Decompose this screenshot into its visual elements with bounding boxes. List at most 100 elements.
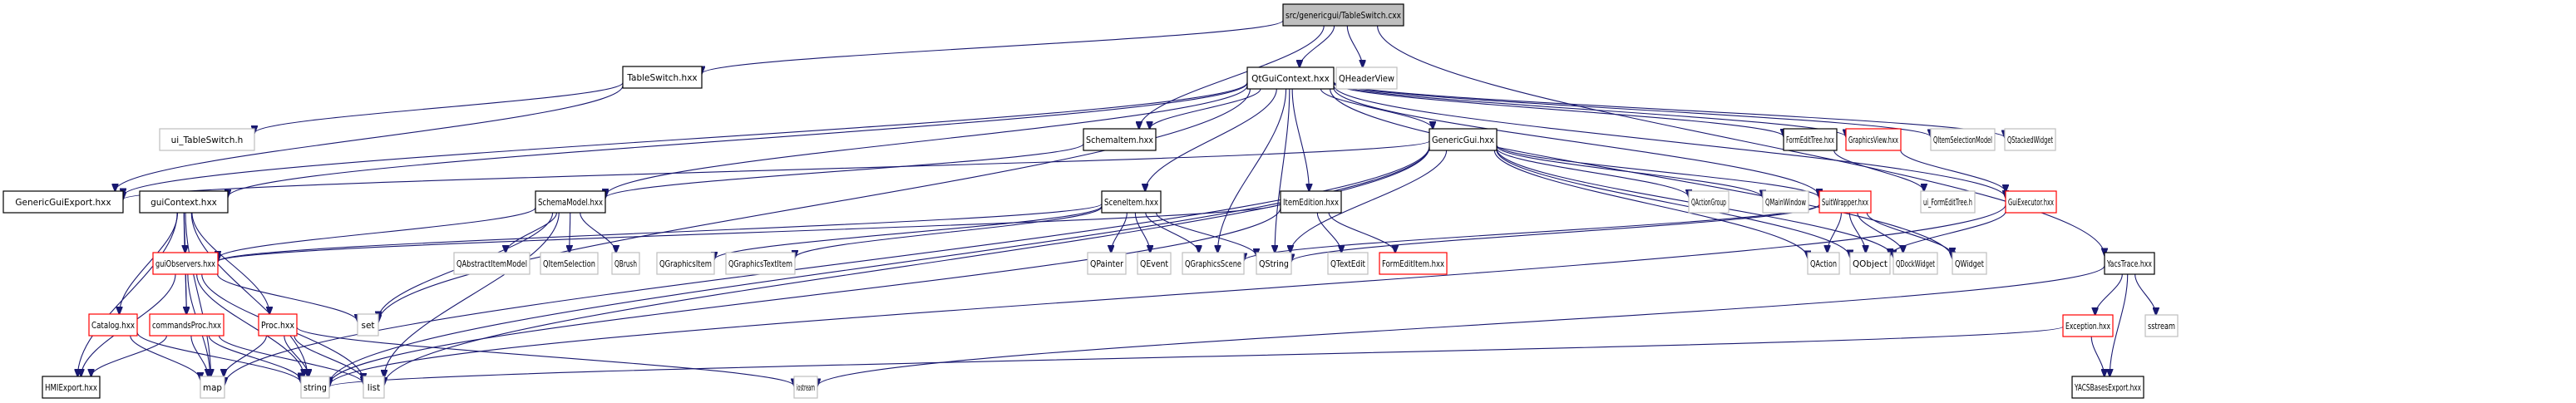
node-box-QTextEdit	[1327, 252, 1369, 275]
node-label-QAction: QAction	[1810, 259, 1837, 269]
node-box-QMainWindow	[1762, 190, 1809, 214]
node-box-QItemSelection	[540, 252, 599, 275]
node-box-QObject	[1849, 252, 1891, 275]
node-QPainter: QPainter	[1087, 252, 1127, 275]
node-QActionGroup: QActionGroup	[1688, 190, 1730, 214]
node-TableSwitch[interactable]: TableSwitch.hxx	[622, 66, 703, 89]
node-box-GuiExecutor	[2005, 190, 2057, 214]
node-GenericGui[interactable]: GenericGui.hxx	[1429, 128, 1498, 151]
node-label-GenericGui: GenericGui.hxx	[1432, 135, 1494, 145]
node-YacsTrace[interactable]: YacsTrace.hxx	[2104, 252, 2155, 275]
node-box-QAction	[1807, 252, 1840, 275]
node-FormEditItem[interactable]: FormEditItem.hxx	[1379, 252, 1448, 275]
node-box-set	[357, 313, 379, 337]
node-HMIExport[interactable]: HMIExport.hxx	[42, 376, 101, 399]
node-label-QItemSelection: QItemSelection	[543, 259, 595, 269]
node-QStackedWidget: QStackedWidget	[2004, 128, 2056, 151]
node-GuiExecutor[interactable]: GuiExecutor.hxx	[2005, 190, 2057, 214]
edge-FormEditTree-to-ui_FormEditTree	[1833, 150, 1924, 191]
edge-QtGuiContext-to-GenericGui	[1320, 88, 1433, 129]
node-label-FormEditTree: FormEditTree.hxx	[1786, 135, 1834, 145]
edge-SceneItem-to-guiObservers	[218, 203, 1103, 261]
node-QDockWidget: QDockWidget	[1893, 252, 1938, 275]
node-SchemaModel[interactable]: SchemaModel.hxx	[535, 190, 606, 214]
node-ui_TableSwitch: ui_TableSwitch.h	[159, 128, 255, 151]
node-SceneItem[interactable]: SceneItem.hxx	[1101, 190, 1162, 214]
edge-Proc-to-map	[224, 335, 267, 376]
edge-QtGuiContext-to-QWidget	[1330, 88, 1952, 258]
edge-GuiExecutor-to-string	[329, 204, 2006, 386]
node-box-GenericGuiExport	[2, 190, 124, 214]
edge-QtGuiContext-to-FormEditTree	[1333, 82, 1784, 136]
edge-QtGuiContext-to-GuiExecutor	[1333, 85, 2006, 198]
edge-commandsProc-to-map	[190, 335, 208, 376]
node-QAbstractItemModel: QAbstractItemModel	[453, 252, 530, 275]
edge-SuitWrapper-to-QWidget	[1866, 212, 1952, 255]
node-GraphicsView[interactable]: GraphicsView.hxx	[1845, 128, 1902, 151]
edge-ItemEdition-to-guiObservers	[218, 203, 1281, 262]
node-box-QItemSelectionModel	[1930, 128, 1996, 151]
node-label-string: string	[303, 383, 327, 393]
node-label-QEvent: QEvent	[1140, 259, 1168, 269]
node-box-QGraphicsTextItem	[725, 252, 796, 275]
node-label-SchemaModel: SchemaModel.hxx	[538, 198, 603, 208]
node-Catalog[interactable]: Catalog.hxx	[88, 313, 138, 337]
node-box-SchemaModel	[535, 190, 606, 214]
edge-guiContext-to-string	[190, 212, 308, 376]
node-box-guiContext	[139, 190, 229, 214]
node-guiObservers[interactable]: guiObservers.hxx	[152, 252, 219, 275]
node-SuitWrapper[interactable]: SuitWrapper.hxx	[1818, 190, 1872, 214]
node-label-iostream: iostream	[797, 383, 815, 393]
node-box-QBrush	[611, 252, 640, 275]
node-label-QDockWidget: QDockWidget	[1896, 259, 1935, 269]
edge-SuitWrapper-to-QAction	[1828, 212, 1842, 253]
node-set: set	[357, 313, 379, 337]
edge-TableSwitch-to-ui_TableSwitch	[254, 82, 624, 134]
edge-YacsTrace-to-iostream	[817, 265, 2105, 386]
edge-commandsProc-to-string	[208, 335, 301, 381]
edge-guiContext-to-HMIExport	[77, 212, 178, 376]
edge-SchemaModel-to-list	[384, 212, 560, 377]
node-GenericGuiExport[interactable]: GenericGuiExport.hxx	[2, 190, 124, 214]
edge-GenericGui-to-QAction	[1493, 150, 1808, 258]
edge-SceneItem-to-QPainter	[1111, 212, 1128, 253]
node-box-sstream	[2144, 314, 2179, 337]
edge-Proc-to-string	[284, 335, 308, 376]
edge-QtGuiContext-to-SceneItem	[1145, 88, 1277, 191]
edge-QtGuiContext-to-ItemEdition	[1291, 88, 1309, 191]
edge-root-to-TableSwitch	[702, 20, 1284, 74]
node-box-ItemEdition	[1280, 190, 1342, 214]
edge-guiContext-to-Proc	[191, 212, 269, 314]
node-Exception[interactable]: Exception.hxx	[2062, 314, 2114, 337]
node-FormEditTree[interactable]: FormEditTree.hxx	[1783, 128, 1838, 151]
edge-Exception-to-YACSBasesExport	[2090, 336, 2105, 376]
edge-SuitWrapper-to-QString	[1291, 204, 1820, 261]
node-label-QString: QString	[1259, 259, 1289, 269]
node-label-set: set	[361, 321, 374, 331]
edge-root-to-SchemaItem	[1139, 25, 1325, 129]
edge-guiContext-to-Catalog	[119, 212, 179, 314]
edge-root-to-QHeaderView	[1346, 25, 1362, 67]
edge-GenericGui-to-SuitWrapper	[1496, 145, 1819, 198]
node-QtGuiContext[interactable]: QtGuiContext.hxx	[1246, 66, 1335, 90]
edge-ItemEdition-to-QTextEdit	[1316, 212, 1341, 253]
node-SchemaItem[interactable]: SchemaItem.hxx	[1083, 128, 1157, 151]
edge-Catalog-to-string	[136, 332, 301, 383]
node-YACSBasesExport[interactable]: YACSBasesExport.hxx	[2071, 376, 2144, 399]
node-commandsProc[interactable]: commandsProc.hxx	[149, 313, 225, 337]
node-box-string	[300, 376, 330, 399]
node-box-SchemaItem	[1083, 128, 1157, 151]
node-box-YACSBasesExport	[2071, 376, 2144, 399]
node-Proc[interactable]: Proc.hxx	[258, 313, 298, 337]
node-ItemEdition[interactable]: ItemEdition.hxx	[1280, 190, 1342, 214]
node-root[interactable]: src/genericgui/TableSwitch.cxx	[1282, 3, 1404, 27]
node-label-Catalog: Catalog.hxx	[91, 321, 135, 331]
node-iostream: iostream	[793, 376, 818, 399]
node-label-QMainWindow: QMainWindow	[1765, 198, 1806, 208]
node-label-QItemSelectionModel: QItemSelectionModel	[1933, 135, 1992, 145]
node-map: map	[200, 376, 225, 399]
node-label-QPainter: QPainter	[1090, 259, 1124, 269]
node-label-QAbstractItemModel: QAbstractItemModel	[456, 259, 527, 269]
node-guiContext[interactable]: guiContext.hxx	[139, 190, 229, 214]
